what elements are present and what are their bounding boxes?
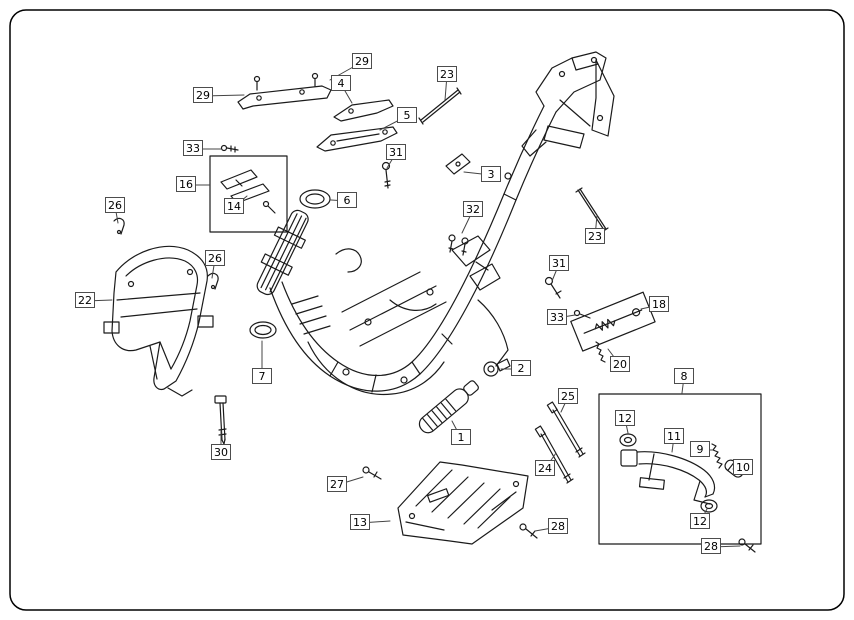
detail-box-18 <box>570 291 656 352</box>
clip-26-right <box>207 272 219 290</box>
leader-line <box>556 314 576 319</box>
leader-line <box>551 263 560 282</box>
leader-line <box>732 467 744 470</box>
screw-27 <box>362 466 382 480</box>
stand-assembly-box <box>598 393 762 545</box>
leader-line <box>534 526 559 532</box>
clip-26-left <box>113 217 125 235</box>
floor-panel <box>397 461 529 545</box>
rod-23-right <box>575 187 609 233</box>
leader-line <box>211 258 216 279</box>
grip-tube <box>418 380 479 434</box>
leader-line <box>330 199 348 202</box>
clamp <box>483 358 511 377</box>
main-frame <box>269 105 557 396</box>
bolt-31-top <box>381 161 391 189</box>
bolt-30 <box>214 395 227 445</box>
steering-head-tube <box>256 209 309 296</box>
leader-line <box>84 299 113 302</box>
bolt-24 <box>534 425 574 484</box>
rod-23-top <box>418 87 462 125</box>
leader-line <box>624 418 629 434</box>
leader-line <box>329 61 363 81</box>
center-stand <box>620 449 716 505</box>
leader-line <box>386 152 397 169</box>
bracket-5 <box>316 126 398 152</box>
leader-line <box>671 436 675 453</box>
grommet-7 <box>249 321 277 339</box>
bracket-4 <box>333 99 394 122</box>
detail-box-16 <box>209 155 288 233</box>
rear-carrier-frame <box>103 245 214 397</box>
leader-line <box>461 209 474 234</box>
leader-line <box>202 94 245 97</box>
bolt-25 <box>546 401 586 458</box>
leader-line <box>681 376 685 394</box>
page-border <box>9 9 845 611</box>
leader-line <box>710 545 741 548</box>
leader-line <box>336 476 364 486</box>
screw-29-a <box>253 75 261 91</box>
bracket-29 <box>237 72 332 110</box>
screw-28-right <box>738 538 756 553</box>
leader-line <box>463 171 492 176</box>
leader-line <box>451 420 462 439</box>
leader-line <box>340 83 353 104</box>
grommet-6 <box>299 189 331 209</box>
spring-9 <box>711 443 723 469</box>
bushing-12-right <box>700 499 718 513</box>
bolts-32 <box>448 234 469 256</box>
leader-line <box>359 520 391 524</box>
leader-line <box>560 396 569 413</box>
spring-20 <box>595 341 606 363</box>
screw-29-b <box>311 72 319 87</box>
bolt-31-right <box>544 276 562 299</box>
rear-frame-brackets <box>521 51 615 157</box>
leader-lines <box>84 61 744 548</box>
screw-33-left <box>220 144 239 153</box>
screw-28-left <box>519 523 538 539</box>
bushing-12-left <box>619 433 637 447</box>
leader-line <box>544 452 557 470</box>
leader-line <box>607 348 621 366</box>
leader-line <box>444 74 448 101</box>
